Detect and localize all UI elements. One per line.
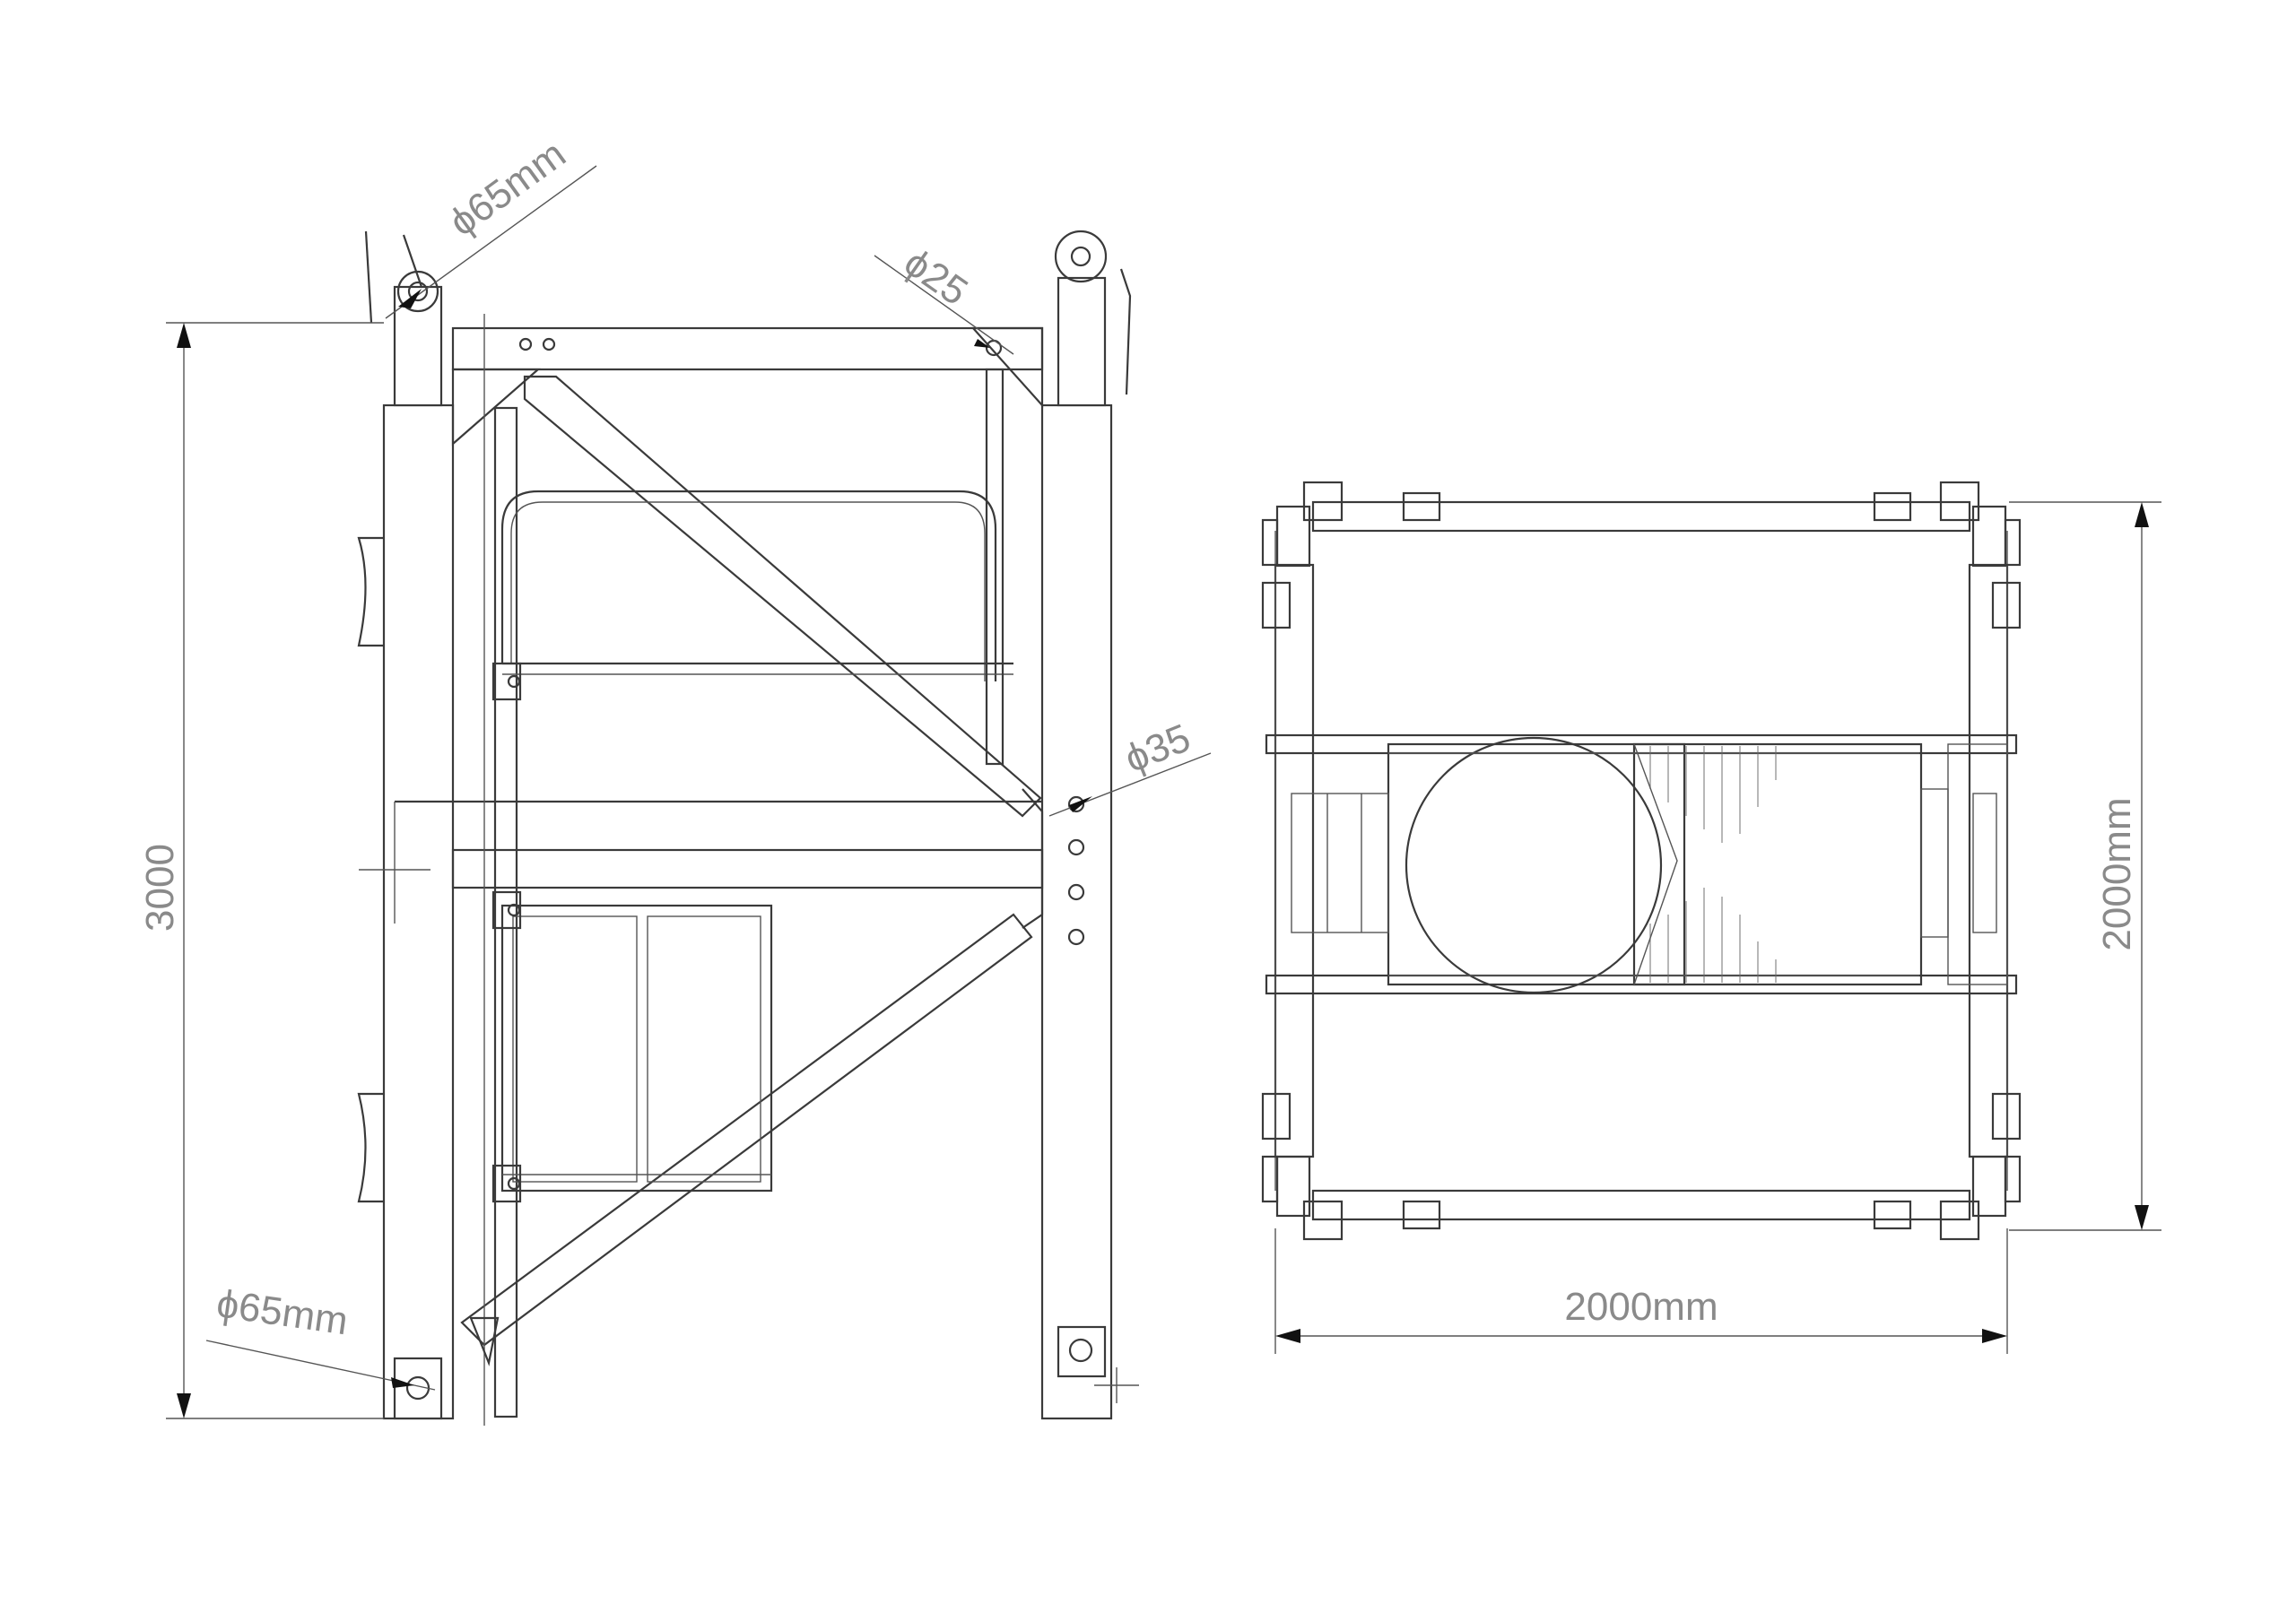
- lower-diagonal-brace: [460, 913, 1033, 1347]
- pin-top-left: [407, 281, 429, 302]
- top-rail: [1311, 500, 1971, 533]
- middle-beam: [451, 848, 1044, 889]
- hole-top-right-label: ϕ25: [896, 240, 975, 314]
- upper-diagonal-brace: [523, 375, 1042, 818]
- hole-mid-right: [1067, 795, 1085, 813]
- top-beam: [451, 326, 1044, 371]
- pin-top-label: ϕ65mm: [441, 132, 574, 245]
- height-dimension: 3000: [138, 844, 182, 932]
- top-right-lug: [1057, 276, 1107, 407]
- hole-top-right: [985, 339, 1003, 357]
- hole-mid-right-label: ϕ35: [1118, 716, 1196, 781]
- hatched-plate: [1632, 742, 1923, 986]
- corner-wheels: [1261, 481, 2022, 1241]
- pin-bottom-label: ϕ65mm: [214, 1281, 351, 1343]
- left-rail: [1274, 563, 1315, 1158]
- hatch-lines: [1649, 746, 1777, 983]
- upper-railing: [500, 490, 997, 681]
- right-column: [1040, 403, 1113, 1420]
- mast-opening: [1405, 736, 1663, 994]
- side-view: 3000 ϕ65mm ϕ25 ϕ35 ϕ65mm: [138, 132, 1212, 1426]
- bottom-rail: [1311, 1189, 1971, 1221]
- depth-dimension: 2000mm: [2095, 797, 2139, 950]
- lower-door-frame: [500, 904, 773, 1193]
- top-view: 2000mm 2000mm: [1261, 481, 2161, 1354]
- guide-rail: [493, 406, 518, 1418]
- width-dimension: 2000mm: [1564, 1285, 1718, 1329]
- left-column: [382, 403, 455, 1420]
- right-rail: [1968, 563, 2009, 1158]
